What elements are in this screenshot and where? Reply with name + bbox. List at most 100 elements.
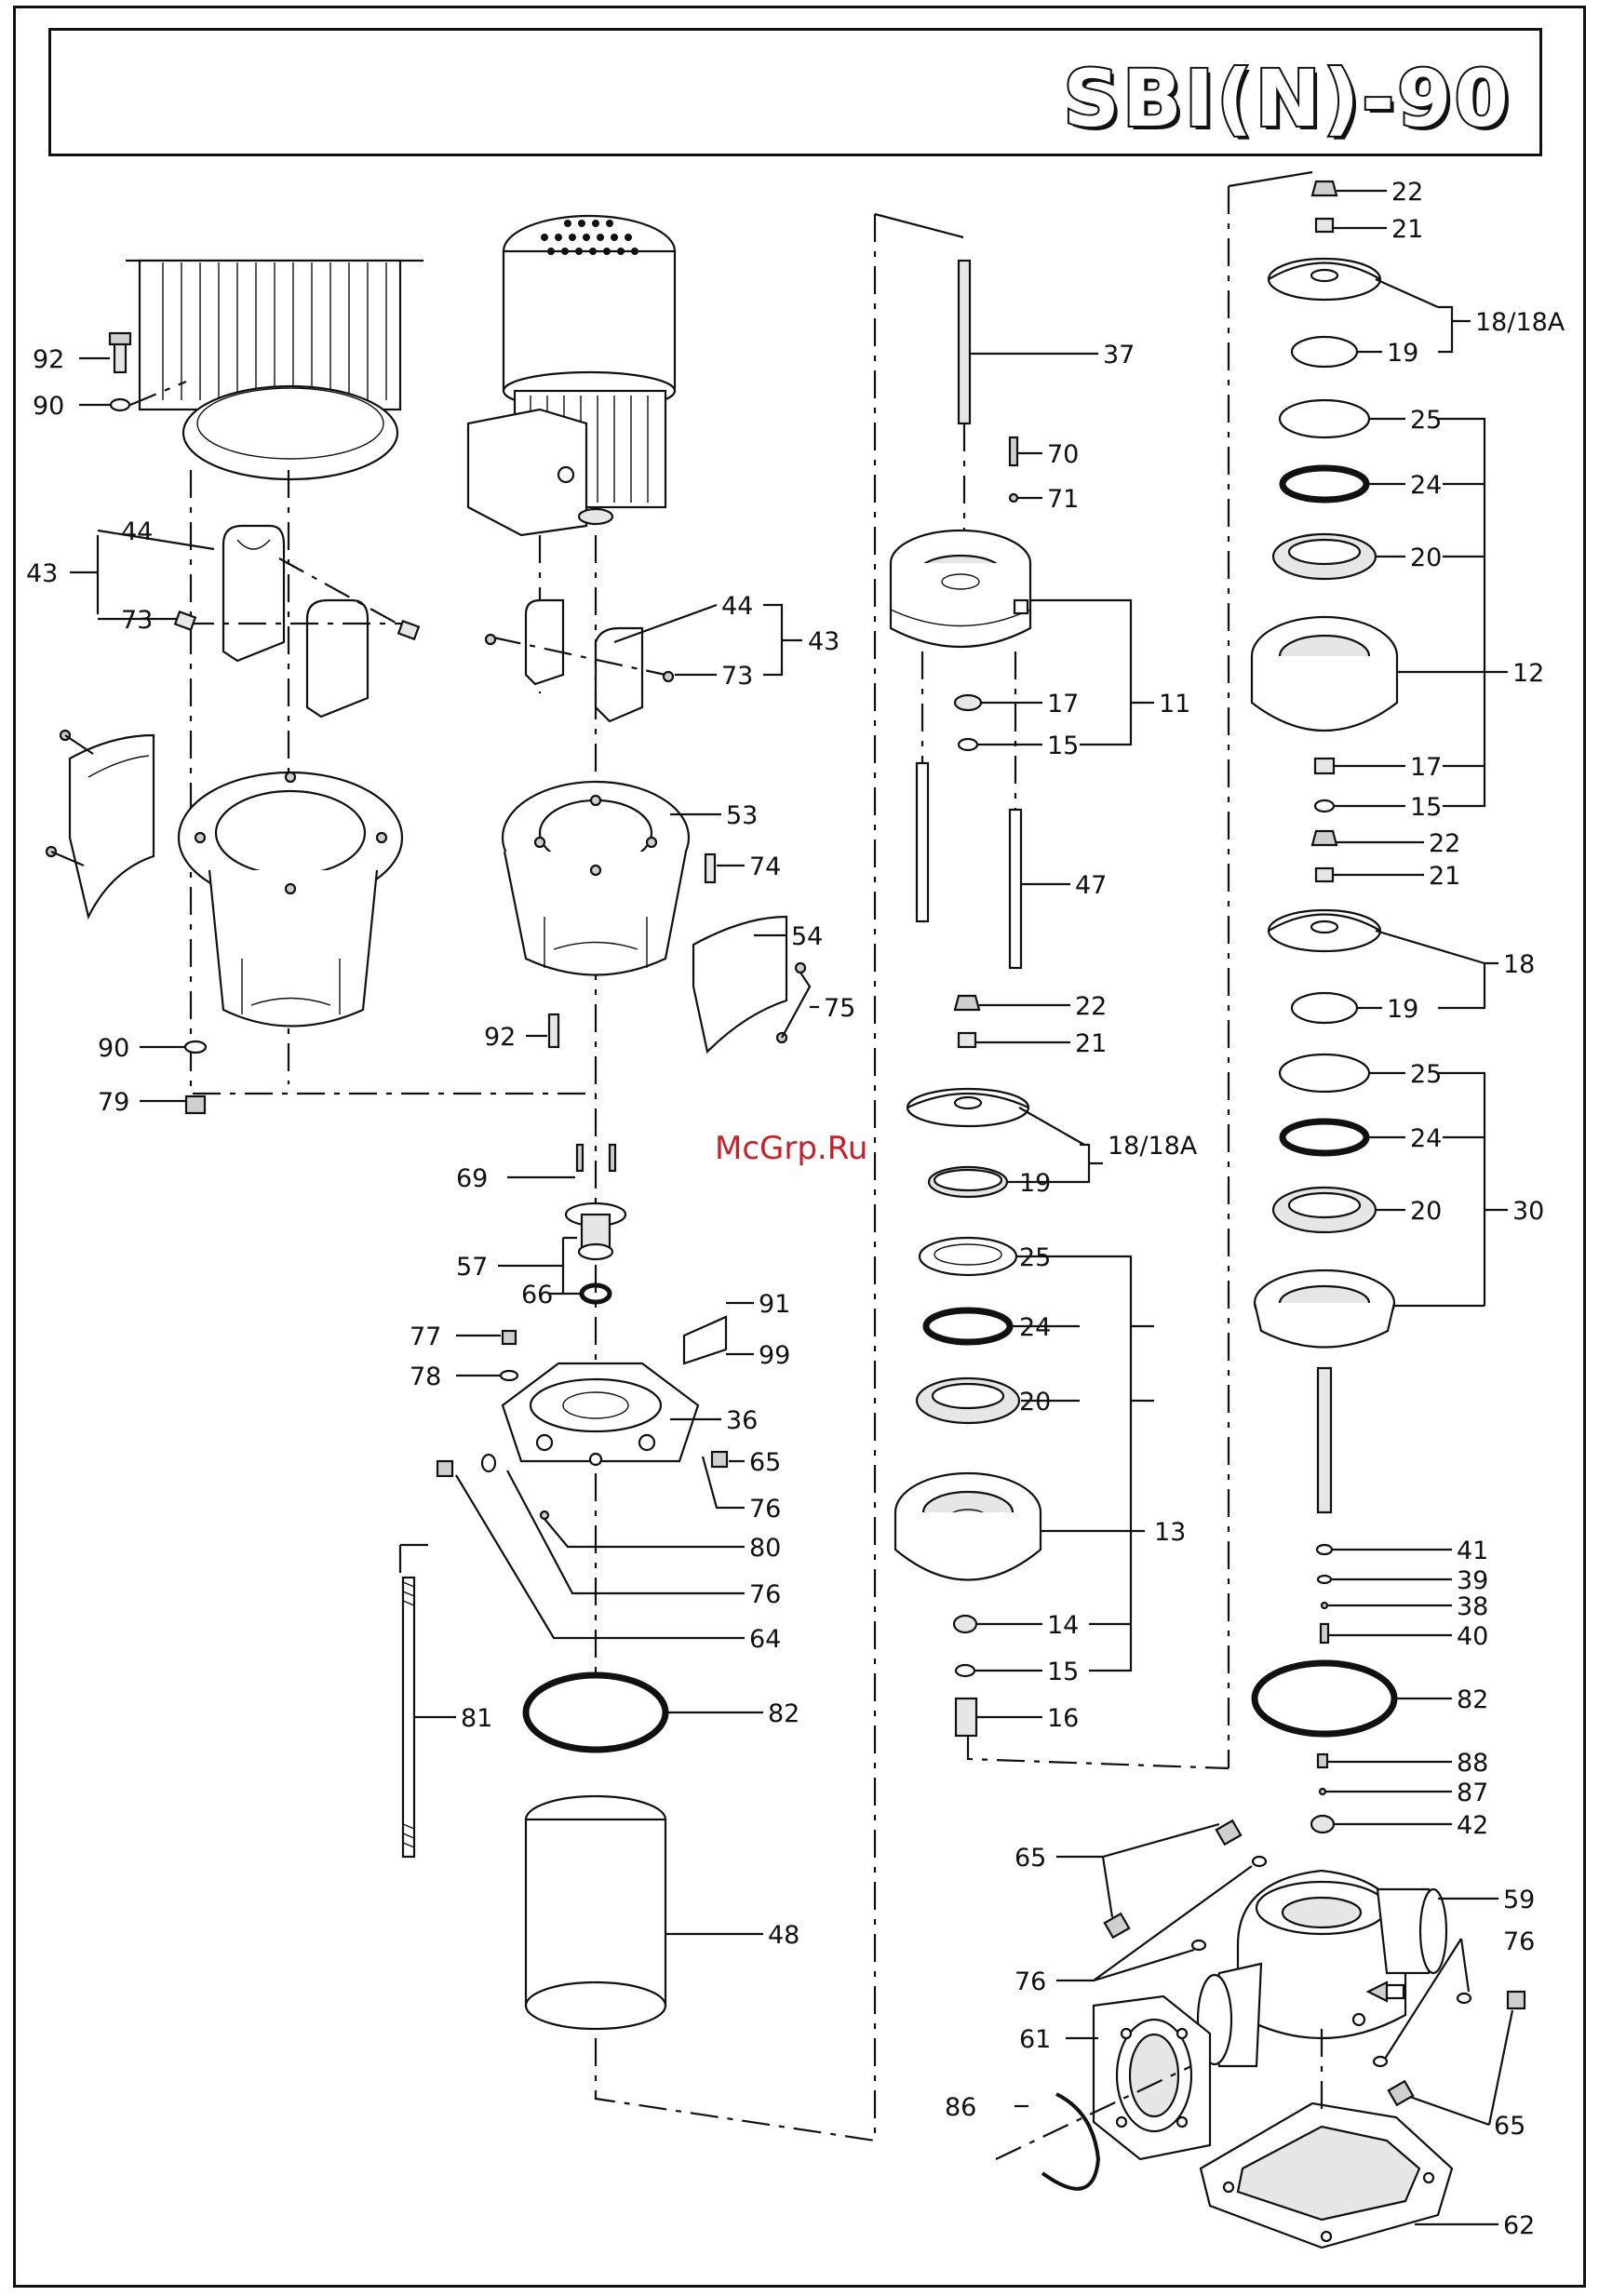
label-24c: 24	[1410, 471, 1442, 500]
label-19d: 19	[1387, 995, 1418, 1024]
label-76d: 76	[1014, 1967, 1046, 1996]
label-77: 77	[410, 1323, 441, 1351]
label-37: 37	[1103, 341, 1135, 369]
label-25c: 25	[1410, 406, 1442, 435]
label-17c: 17	[1410, 753, 1442, 782]
label-21: 21	[1075, 1029, 1107, 1058]
label-76: 76	[749, 1495, 781, 1524]
label-21c: 21	[1391, 215, 1423, 244]
label-22: 22	[1075, 992, 1107, 1021]
label-25d: 25	[1410, 1060, 1442, 1089]
label-90: 90	[33, 392, 64, 421]
stage-middle	[1255, 831, 1508, 1348]
label-22c: 22	[1391, 178, 1423, 207]
label-82: 82	[768, 1699, 800, 1728]
label-14: 14	[1047, 1611, 1079, 1640]
label-44b: 44	[721, 592, 753, 621]
label-70: 70	[1047, 440, 1079, 469]
label-71: 71	[1047, 485, 1079, 514]
label-59: 59	[1503, 1886, 1535, 1914]
label-65c: 65	[1014, 1844, 1046, 1873]
label-69: 69	[456, 1164, 488, 1193]
label-24d: 24	[1410, 1124, 1442, 1153]
label-24: 24	[1019, 1313, 1051, 1342]
label-76b: 76	[749, 1580, 781, 1609]
motor-stub-left	[126, 261, 423, 479]
label-76c: 76	[1503, 1927, 1535, 1956]
label-15b: 15	[1047, 1658, 1079, 1686]
label-90b: 90	[98, 1034, 129, 1063]
label-39: 39	[1457, 1566, 1488, 1595]
label-80: 80	[749, 1534, 781, 1563]
label-53: 53	[726, 801, 758, 830]
label-19: 19	[1019, 1169, 1051, 1198]
guard-54-left	[47, 731, 154, 917]
label-18-18a: 18/18A	[1108, 1132, 1198, 1161]
label-16: 16	[1047, 1704, 1079, 1733]
label-65d: 65	[1494, 2112, 1525, 2141]
label-91: 91	[759, 1290, 790, 1319]
watermark: McGrp.Ru	[715, 1130, 867, 1167]
label-22d: 22	[1429, 829, 1460, 858]
label-62: 62	[1503, 2211, 1535, 2240]
label-81: 81	[461, 1704, 492, 1733]
label-47: 47	[1075, 871, 1107, 900]
label-30: 30	[1512, 1197, 1544, 1226]
tie-rod-81	[400, 1545, 456, 1857]
label-15c: 15	[1410, 793, 1442, 822]
label-73b: 73	[721, 662, 753, 691]
base-housing-59	[1198, 1871, 1498, 2066]
label-18: 18	[1503, 950, 1535, 979]
label-43b: 43	[808, 627, 840, 656]
label-54: 54	[791, 922, 823, 951]
label-17: 17	[1047, 690, 1079, 718]
label-66: 66	[521, 1281, 553, 1309]
label-78: 78	[410, 1363, 441, 1391]
motor-main	[468, 216, 675, 535]
label-79: 79	[98, 1088, 129, 1117]
label-40: 40	[1457, 1622, 1488, 1651]
label-86: 86	[945, 2093, 976, 2122]
label-20: 20	[1019, 1388, 1051, 1417]
label-20c: 20	[1410, 544, 1442, 572]
label-25: 25	[1019, 1243, 1051, 1272]
bracket-53-right	[503, 782, 819, 1052]
label-74: 74	[749, 853, 781, 881]
label-92b: 92	[484, 1023, 516, 1052]
label-61: 61	[1019, 2025, 1051, 2054]
label-41: 41	[1457, 1537, 1488, 1565]
label-13: 13	[1154, 1518, 1186, 1547]
seal-adaptor-57	[498, 1145, 625, 1302]
chamber-11	[891, 530, 1154, 750]
coupling-43-right	[486, 600, 802, 721]
label-64: 64	[749, 1625, 781, 1654]
label-15: 15	[1047, 732, 1079, 760]
label-18-18a-c: 18/18A	[1475, 308, 1565, 337]
label-42: 42	[1457, 1811, 1488, 1840]
label-88: 88	[1457, 1749, 1488, 1778]
label-65: 65	[749, 1448, 781, 1477]
label-12: 12	[1512, 659, 1544, 688]
label-36: 36	[726, 1406, 758, 1435]
washer-nut-90-79	[140, 1041, 206, 1113]
label-82b: 82	[1457, 1685, 1488, 1714]
lower-shaft	[1255, 1368, 1452, 1833]
label-21d: 21	[1429, 862, 1460, 891]
label-44: 44	[121, 517, 153, 546]
label-43: 43	[26, 559, 58, 588]
bracket-53-left	[179, 772, 402, 1027]
label-19c: 19	[1387, 339, 1418, 368]
stage-top	[1252, 181, 1508, 812]
label-75: 75	[824, 994, 855, 1023]
label-48: 48	[768, 1921, 800, 1950]
label-99: 99	[759, 1341, 790, 1370]
label-57: 57	[456, 1253, 488, 1282]
label-38: 38	[1457, 1592, 1488, 1621]
stage-1	[895, 996, 1229, 1768]
label-92: 92	[33, 345, 64, 374]
label-11: 11	[1159, 690, 1190, 718]
label-87: 87	[1457, 1779, 1488, 1807]
label-73: 73	[121, 606, 153, 635]
